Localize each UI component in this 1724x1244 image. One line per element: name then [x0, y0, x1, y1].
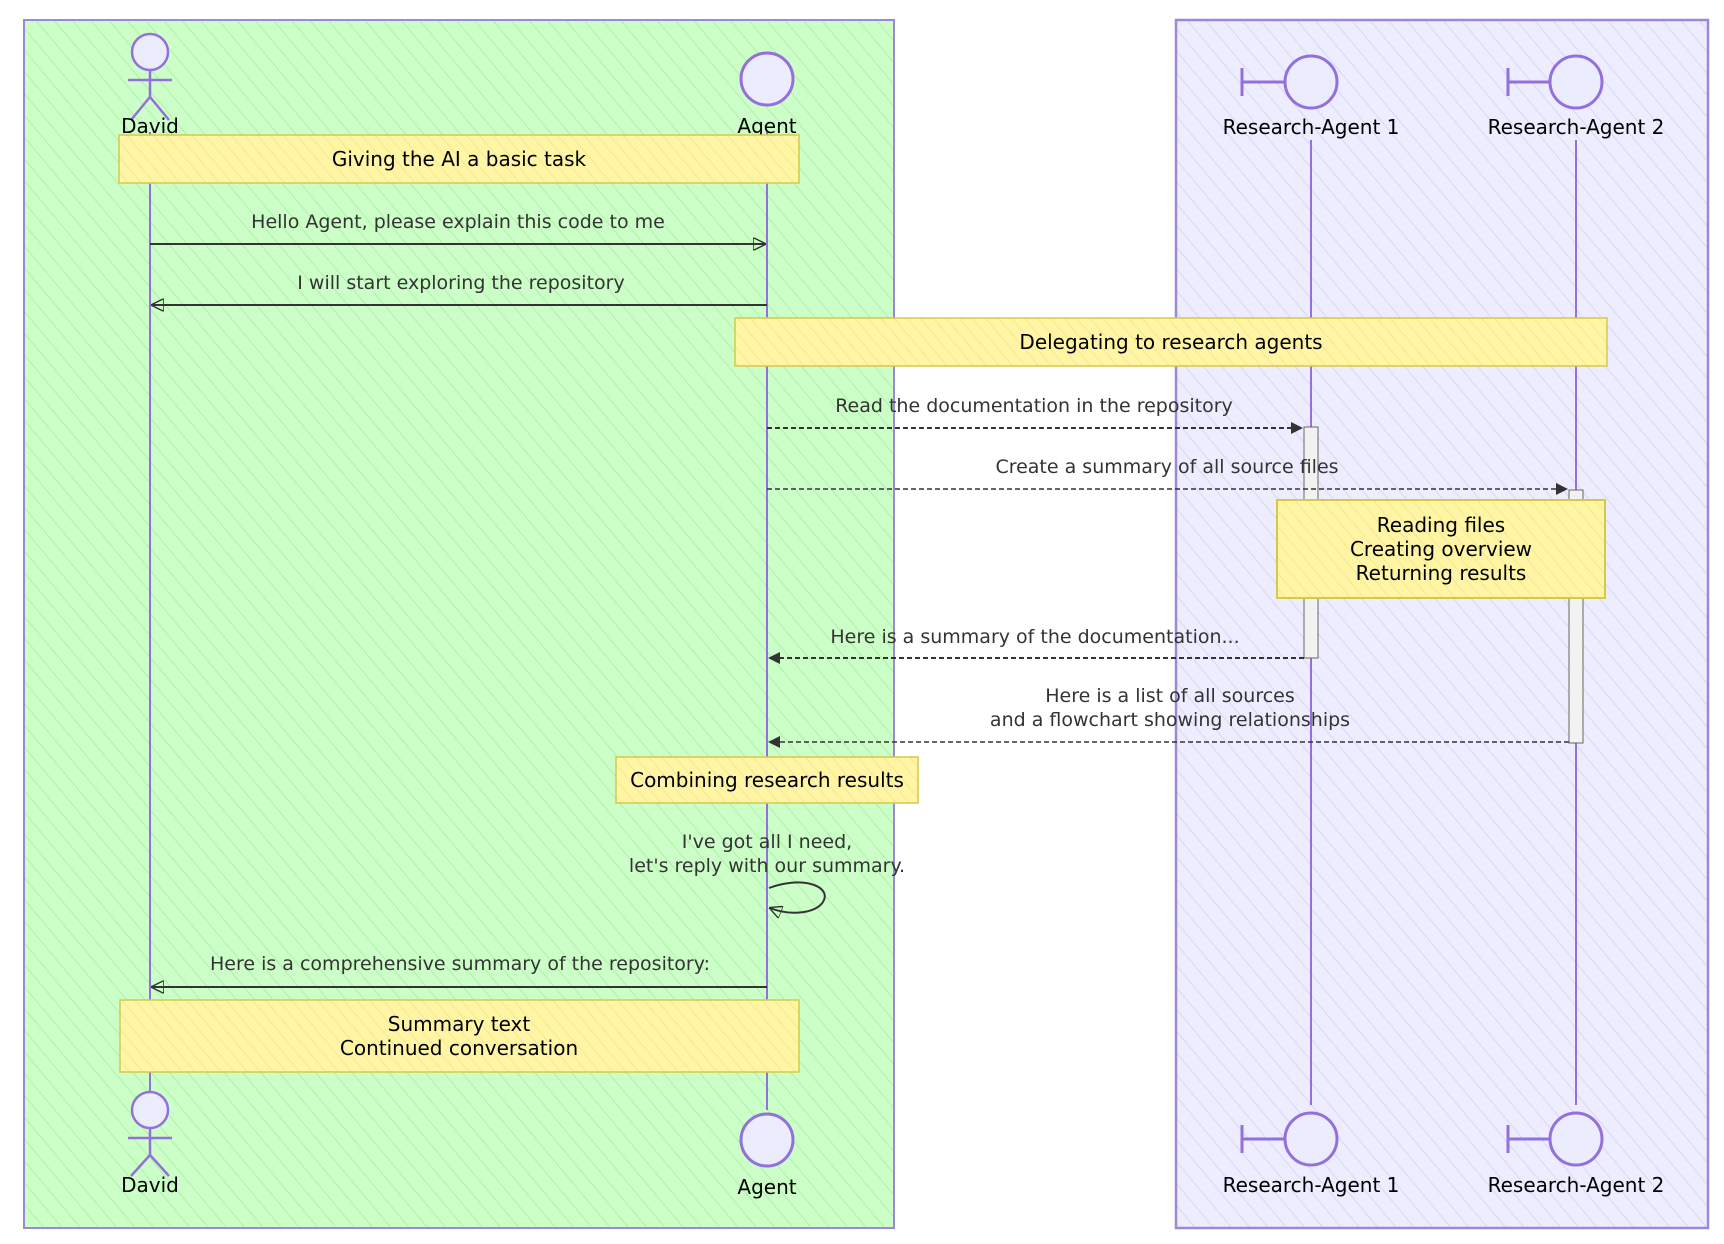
participant-ra1-bottom-label: Research-Agent 1	[1223, 1173, 1400, 1197]
participant-agent-bottom-label: Agent	[737, 1175, 796, 1199]
boundary-ra2-top	[1506, 54, 1604, 110]
participant-david-top-label: David	[121, 114, 179, 138]
message-7-self-arrow	[769, 881, 826, 912]
note-delegating-text: Delegating to research agents	[1019, 330, 1322, 354]
message-6-label-line-2: and a flowchart showing relationships	[990, 709, 1350, 731]
message-3-label: Read the documentation in the repository	[835, 395, 1233, 417]
boundary-ra1-bottom	[1240, 1111, 1339, 1167]
note-reading-line-1: Reading files	[1377, 513, 1505, 537]
message-4-label: Create a summary of all source files	[995, 456, 1338, 478]
note-combining-text: Combining research results	[630, 768, 904, 792]
participant-agent-top-label: Agent	[737, 114, 796, 138]
note-delegating	[734, 317, 1608, 367]
note-basic-task-text: Giving the AI a basic task	[332, 147, 587, 171]
note-basic-task	[118, 134, 800, 184]
boundary-ra1-top	[1240, 54, 1339, 110]
note-reading-line-2: Creating overview	[1350, 537, 1532, 561]
actor-david-bottom	[128, 1090, 172, 1177]
agent-bottom-icon	[739, 1112, 795, 1168]
message-5-label: Here is a summary of the documentation..…	[830, 626, 1239, 648]
participant-ra2-top-label: Research-Agent 2	[1488, 115, 1665, 139]
note-summary	[119, 999, 800, 1073]
boundary-ra2-bottom	[1506, 1111, 1604, 1167]
message-1-label: Hello Agent, please explain this code to…	[251, 211, 665, 233]
note-reading	[1276, 499, 1606, 599]
message-2-label: I will start exploring the repository	[297, 272, 624, 294]
note-summary-line-1: Summary text	[388, 1012, 531, 1036]
message-7-label-line-1: I've got all I need,	[682, 831, 852, 853]
note-combining	[615, 756, 919, 804]
agent-top-icon	[739, 51, 795, 107]
actor-david-top	[128, 32, 172, 121]
message-7-label-line-2: let's reply with our summary.	[629, 855, 905, 877]
participant-ra2-bottom-label: Research-Agent 2	[1488, 1173, 1665, 1197]
note-reading-line-3: Returning results	[1356, 561, 1527, 585]
participant-ra1-top-label: Research-Agent 1	[1223, 115, 1400, 139]
message-8-label: Here is a comprehensive summary of the r…	[210, 953, 710, 975]
message-6-label-line-1: Here is a list of all sources	[1045, 685, 1295, 707]
box-right	[1174, 18, 1710, 1230]
participant-david-bottom-label: David	[121, 1173, 179, 1197]
note-summary-line-2: Continued conversation	[340, 1036, 578, 1060]
